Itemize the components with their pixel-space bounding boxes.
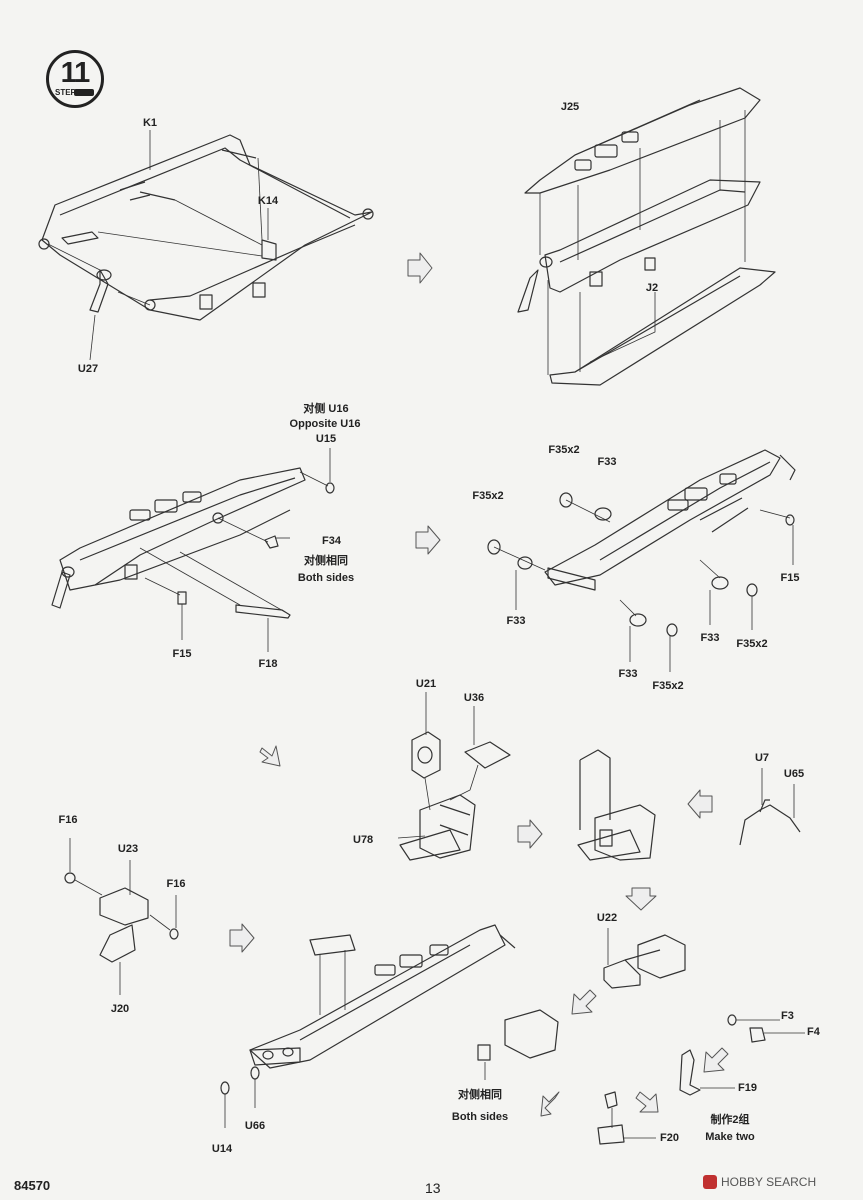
step-number: 11 [60, 57, 91, 89]
page-number: 13 [425, 1180, 441, 1196]
label-f15-left: F15 [172, 648, 192, 660]
label-opposite-en: Opposite U16 [289, 418, 361, 430]
frame-u16-drawing [51, 467, 335, 619]
label-both-sides-1: Both sides [297, 572, 355, 584]
u22-drawing [603, 934, 686, 989]
label-f34: F34 [322, 535, 341, 547]
frame-u16-leaders [139, 448, 331, 652]
label-j25: J25 [560, 101, 580, 113]
tank-icon [74, 89, 94, 96]
label-f18: F18 [258, 658, 278, 670]
label-both-sides-cn-2: 对侧相同 [458, 1089, 502, 1101]
label-f19: F19 [738, 1082, 757, 1094]
label-opposite-cn: 对侧 U16 [303, 403, 349, 415]
label-u66: U66 [244, 1120, 266, 1132]
label-f33-d: F33 [618, 668, 638, 680]
bottom-frame-drawing [220, 924, 559, 1095]
label-f35-d: F35x2 [652, 680, 684, 692]
label-u27: U27 [77, 363, 99, 375]
step-word: STEP [55, 88, 76, 97]
hobby-search-logo-icon [703, 1175, 717, 1189]
label-u22: U22 [596, 912, 618, 924]
frame-f33-drawing [487, 449, 796, 637]
label-u15: U15 [315, 433, 337, 445]
frame-f33-leaders [493, 499, 794, 672]
label-j2: J2 [645, 282, 659, 294]
u78-assembly-drawing [399, 731, 511, 861]
watermark: HOBBY SEARCH [703, 1175, 816, 1189]
label-f16-a: F16 [58, 814, 78, 826]
label-k1: K1 [142, 117, 158, 129]
label-u78: U78 [353, 834, 374, 846]
label-u21: U21 [415, 678, 437, 690]
label-f15-right: F15 [780, 572, 800, 584]
label-j20: J20 [110, 1003, 130, 1015]
label-f20: F20 [660, 1132, 679, 1144]
f19-f20-drawing [597, 1014, 766, 1145]
u7-assembled-drawing [577, 749, 656, 861]
u7-drawing [739, 799, 801, 846]
label-u23: U23 [117, 843, 139, 855]
u78-leaders [397, 692, 479, 839]
label-f33-b: F33 [506, 615, 526, 627]
label-k14: K14 [257, 195, 279, 207]
label-f35-c: F35x2 [736, 638, 768, 650]
label-u65: U65 [783, 768, 805, 780]
frame-k1-drawing [38, 134, 374, 321]
product-code: 84570 [14, 1178, 51, 1193]
frame-j25-leaders [539, 110, 746, 375]
label-f33-c: F33 [700, 632, 720, 644]
u23-drawing [64, 872, 179, 963]
frame-j25-drawing [517, 87, 776, 386]
label-f35-b: F35x2 [472, 490, 504, 502]
label-both-sides-2: Both sides [451, 1111, 509, 1123]
watermark-text: HOBBY SEARCH [721, 1175, 817, 1189]
label-f33-a: F33 [597, 456, 617, 468]
label-both-sides-cn-1: 对侧相同 [304, 555, 348, 567]
frame-k1-leaders [47, 130, 269, 361]
label-make-two-cn: 制作2组 [710, 1114, 750, 1126]
label-u7: U7 [754, 752, 770, 764]
label-f4: F4 [807, 1026, 820, 1038]
label-f35-a: F35x2 [548, 444, 580, 456]
label-f3: F3 [781, 1010, 794, 1022]
label-u14: U14 [211, 1143, 233, 1155]
label-u36: U36 [463, 692, 485, 704]
flow-arrows [229, 252, 729, 1117]
step-badge: 11 STEP [46, 50, 104, 108]
label-f16-b: F16 [166, 878, 186, 890]
label-make-two: Make two [705, 1131, 755, 1143]
